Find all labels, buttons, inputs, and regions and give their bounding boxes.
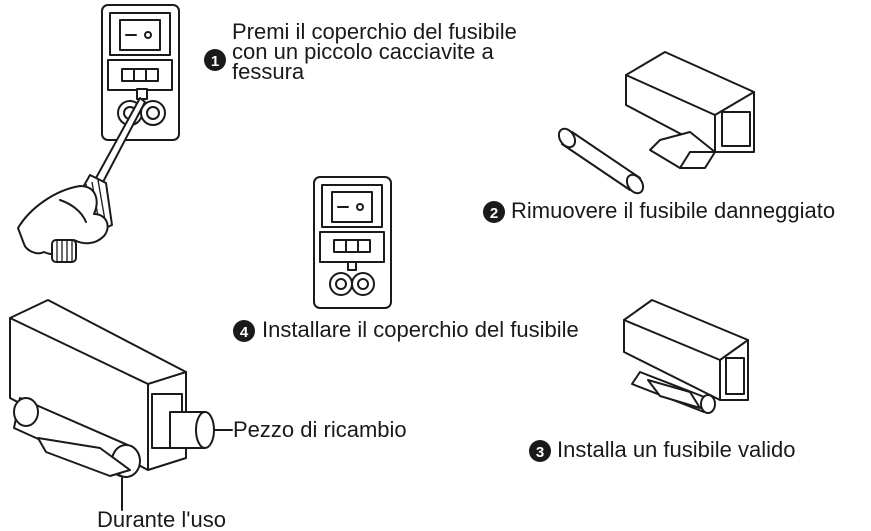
step-1-text-line-3: fessura: [232, 59, 305, 84]
fuse-holder-detail: [9, 299, 215, 478]
spare-fuse-label: Pezzo di ricambio: [233, 417, 407, 442]
step-3-label: 3 Installa un fusibile valido: [529, 437, 795, 462]
in-use-fuse-label: Durante l'uso: [97, 507, 226, 531]
step-2-label: 2 Rimuovere il fusibile danneggiato: [483, 198, 835, 223]
fuse-holder-with-new-fuse: [623, 299, 749, 414]
callouts: Pezzo di ricambio Durante l'uso: [97, 417, 407, 531]
step-1-badge: [204, 49, 226, 71]
step-3-text: Installa un fusibile valido: [557, 437, 795, 462]
step-2-number: 2: [490, 205, 498, 222]
step-1-text-line-2: con un piccolo cacciavite a: [232, 39, 494, 64]
step-4-label: 4 Installare il coperchio del fusibile: [233, 317, 579, 342]
step-1-text-line-1: Premi il coperchio del fusibile: [232, 19, 517, 44]
step-3-number: 3: [536, 444, 544, 461]
step-1-number: 1: [211, 53, 219, 70]
step-4-text: Installare il coperchio del fusibile: [262, 317, 579, 342]
step-4-badge: [233, 320, 255, 342]
step-2-text: Rimuovere il fusibile danneggiato: [511, 198, 835, 223]
step-1-label: 1 Premi il coperchio del fusibile con un…: [204, 19, 517, 84]
step-2-badge: [483, 201, 505, 223]
power-module-with-screwdriver: [17, 4, 180, 263]
power-module-closed: [313, 176, 392, 309]
step-4-number: 4: [240, 324, 249, 341]
step-3-badge: [529, 440, 551, 462]
fuse-holder-with-damaged-fuse: [557, 51, 755, 195]
